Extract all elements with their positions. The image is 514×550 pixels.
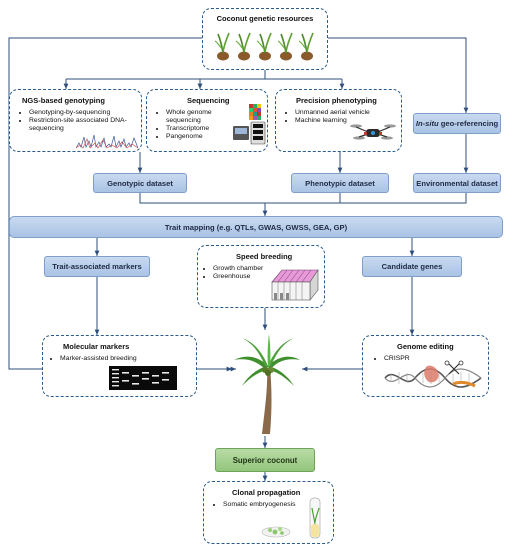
phenotyping-item: Unmanned aerial vehicle	[295, 109, 407, 117]
resources-title: Coconut genetic resources	[216, 14, 314, 23]
sequencing-item: Transcriptome	[166, 125, 246, 133]
sequencing-item: Whole genome sequencing	[166, 109, 246, 125]
genotypic-dataset-box: Genotypic dataset	[93, 173, 187, 193]
clonal-item: Somatic embryogenesis	[223, 501, 319, 509]
clonal-title: Clonal propagation	[232, 488, 301, 497]
sequencing-item: Pangenome	[166, 133, 246, 141]
molecular-markers-box: Molecular markers Marker-assisted breedi…	[42, 335, 197, 397]
coconut-genetic-resources-box: Coconut genetic resources	[202, 8, 328, 70]
geo-title-rest: geo-referencing	[438, 119, 499, 128]
greenhouse-image	[271, 269, 319, 301]
clonal-list: Somatic embryogenesis	[214, 501, 319, 509]
crispr-dna-image	[384, 360, 482, 388]
superior-coconut-box: Superior coconut	[215, 448, 315, 472]
speed-list: Growth chamber Greenhouse	[204, 265, 279, 281]
candidate-genes-box: Candidate genes	[362, 256, 462, 277]
clonal-propagation-box: Clonal propagation Somatic embryogenesis	[203, 481, 334, 544]
ngs-peaks-image	[76, 134, 138, 149]
editing-list: CRISPR	[375, 355, 444, 363]
phenotyping-item: Machine learning	[295, 117, 407, 125]
trait-associated-markers-box: Trait-associated markers	[44, 256, 150, 277]
environmental-dataset-box: Environmental dataset	[413, 173, 501, 193]
molecular-item: Marker-assisted breeding	[60, 355, 200, 363]
molecular-title: Molecular markers	[63, 342, 130, 351]
speed-title: Speed breeding	[236, 252, 293, 261]
phenotyping-list: Unmanned aerial vehicle Machine learning	[286, 109, 407, 125]
precision-phenotyping-box: Precision phenotyping Unmanned aerial ve…	[275, 89, 402, 152]
molecular-list: Marker-assisted breeding	[51, 355, 200, 363]
genome-editing-box: Genome editing CRISPR	[362, 335, 489, 397]
ngs-item: Genotyping-by-sequencing	[29, 109, 147, 117]
phenotyping-title: Precision phenotyping	[296, 96, 377, 105]
ngs-item: Restriction-site associated DNA-sequenci…	[29, 117, 147, 133]
sequencing-list: Whole genome sequencing Transcriptome Pa…	[157, 109, 246, 141]
gel-electrophoresis-image	[109, 366, 177, 390]
speed-breeding-box: Speed breeding Growth chamber Greenhouse	[197, 245, 325, 308]
phenotypic-dataset-box: Phenotypic dataset	[291, 173, 389, 193]
sequencing-box: Sequencing Whole genome sequencing Trans…	[146, 89, 268, 152]
trait-mapping-bar: Trait mapping (e.g. QTLs, GWAS, GWSS, GE…	[9, 216, 503, 238]
sequencer-heatmap-image	[233, 104, 266, 145]
coconut-seedlings-image	[214, 32, 314, 62]
right-resource-line	[328, 37, 469, 113]
editing-item: CRISPR	[384, 355, 444, 363]
ngs-title: NGS-based genotyping	[22, 96, 105, 105]
geo-title-italic: In-situ	[415, 119, 439, 128]
editing-title: Genome editing	[397, 342, 454, 351]
coconut-tree-image	[234, 334, 300, 434]
embryo-culture-image	[261, 497, 321, 539]
sequencing-title: Sequencing	[187, 96, 230, 105]
ngs-genotyping-box: NGS-based genotyping Genotyping-by-seque…	[9, 89, 142, 152]
in-situ-geo-referencing-box: In-situ geo-referencing	[413, 113, 501, 134]
ngs-list: Genotyping-by-sequencing Restriction-sit…	[20, 109, 147, 133]
drone-icon	[350, 124, 396, 140]
speed-item: Greenhouse	[213, 273, 279, 281]
speed-item: Growth chamber	[213, 265, 279, 273]
